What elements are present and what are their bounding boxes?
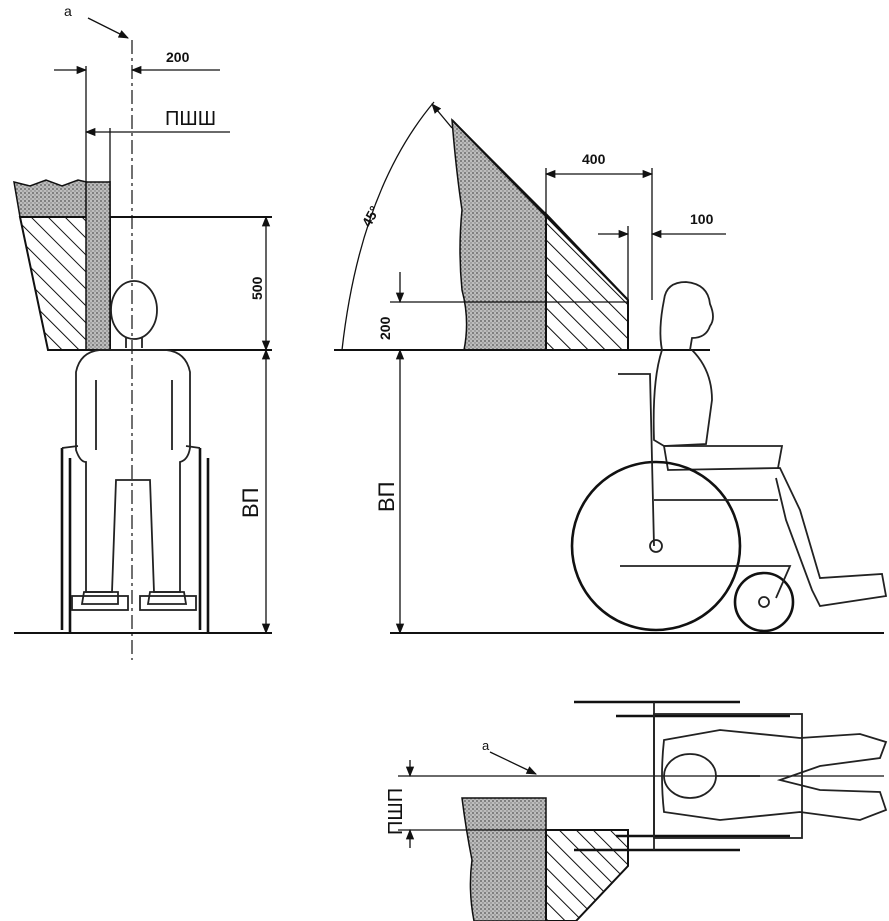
front-view: 200 ПШШ a 500 ВП — [13, 3, 272, 660]
plan-person-figure — [661, 729, 888, 821]
side-dim-200: 200 — [377, 316, 393, 340]
side-dim-400: 400 — [582, 151, 606, 167]
plan-view: ПШП a — [385, 700, 888, 921]
side-person-figure — [652, 281, 888, 607]
plan-hatched-protrusion — [545, 829, 629, 921]
front-dim-200: 200 — [166, 49, 190, 65]
plan-wall-core — [461, 797, 547, 921]
side-dim-vp: ВП — [374, 482, 399, 513]
side-view: 45° 400 100 200 ВП — [334, 101, 888, 635]
side-angle-label: 45° — [359, 203, 383, 229]
front-person-figure — [75, 280, 191, 605]
side-wheelchair — [570, 373, 795, 633]
side-angle-arc — [341, 101, 435, 351]
front-dim-vp: ВП — [238, 488, 263, 519]
front-wheelchair — [60, 445, 210, 632]
plan-dim-width-label: ПШП — [385, 788, 407, 835]
front-marker-a: a — [64, 3, 72, 19]
front-overhead-core — [85, 181, 111, 351]
front-dim-500: 500 — [249, 276, 265, 300]
plan-marker-a: a — [482, 738, 490, 753]
side-wall-core — [451, 118, 547, 351]
side-dim-100: 100 — [690, 211, 714, 227]
front-dim-width-label: ПШШ — [165, 108, 216, 130]
plan-wheelchair — [574, 700, 803, 852]
